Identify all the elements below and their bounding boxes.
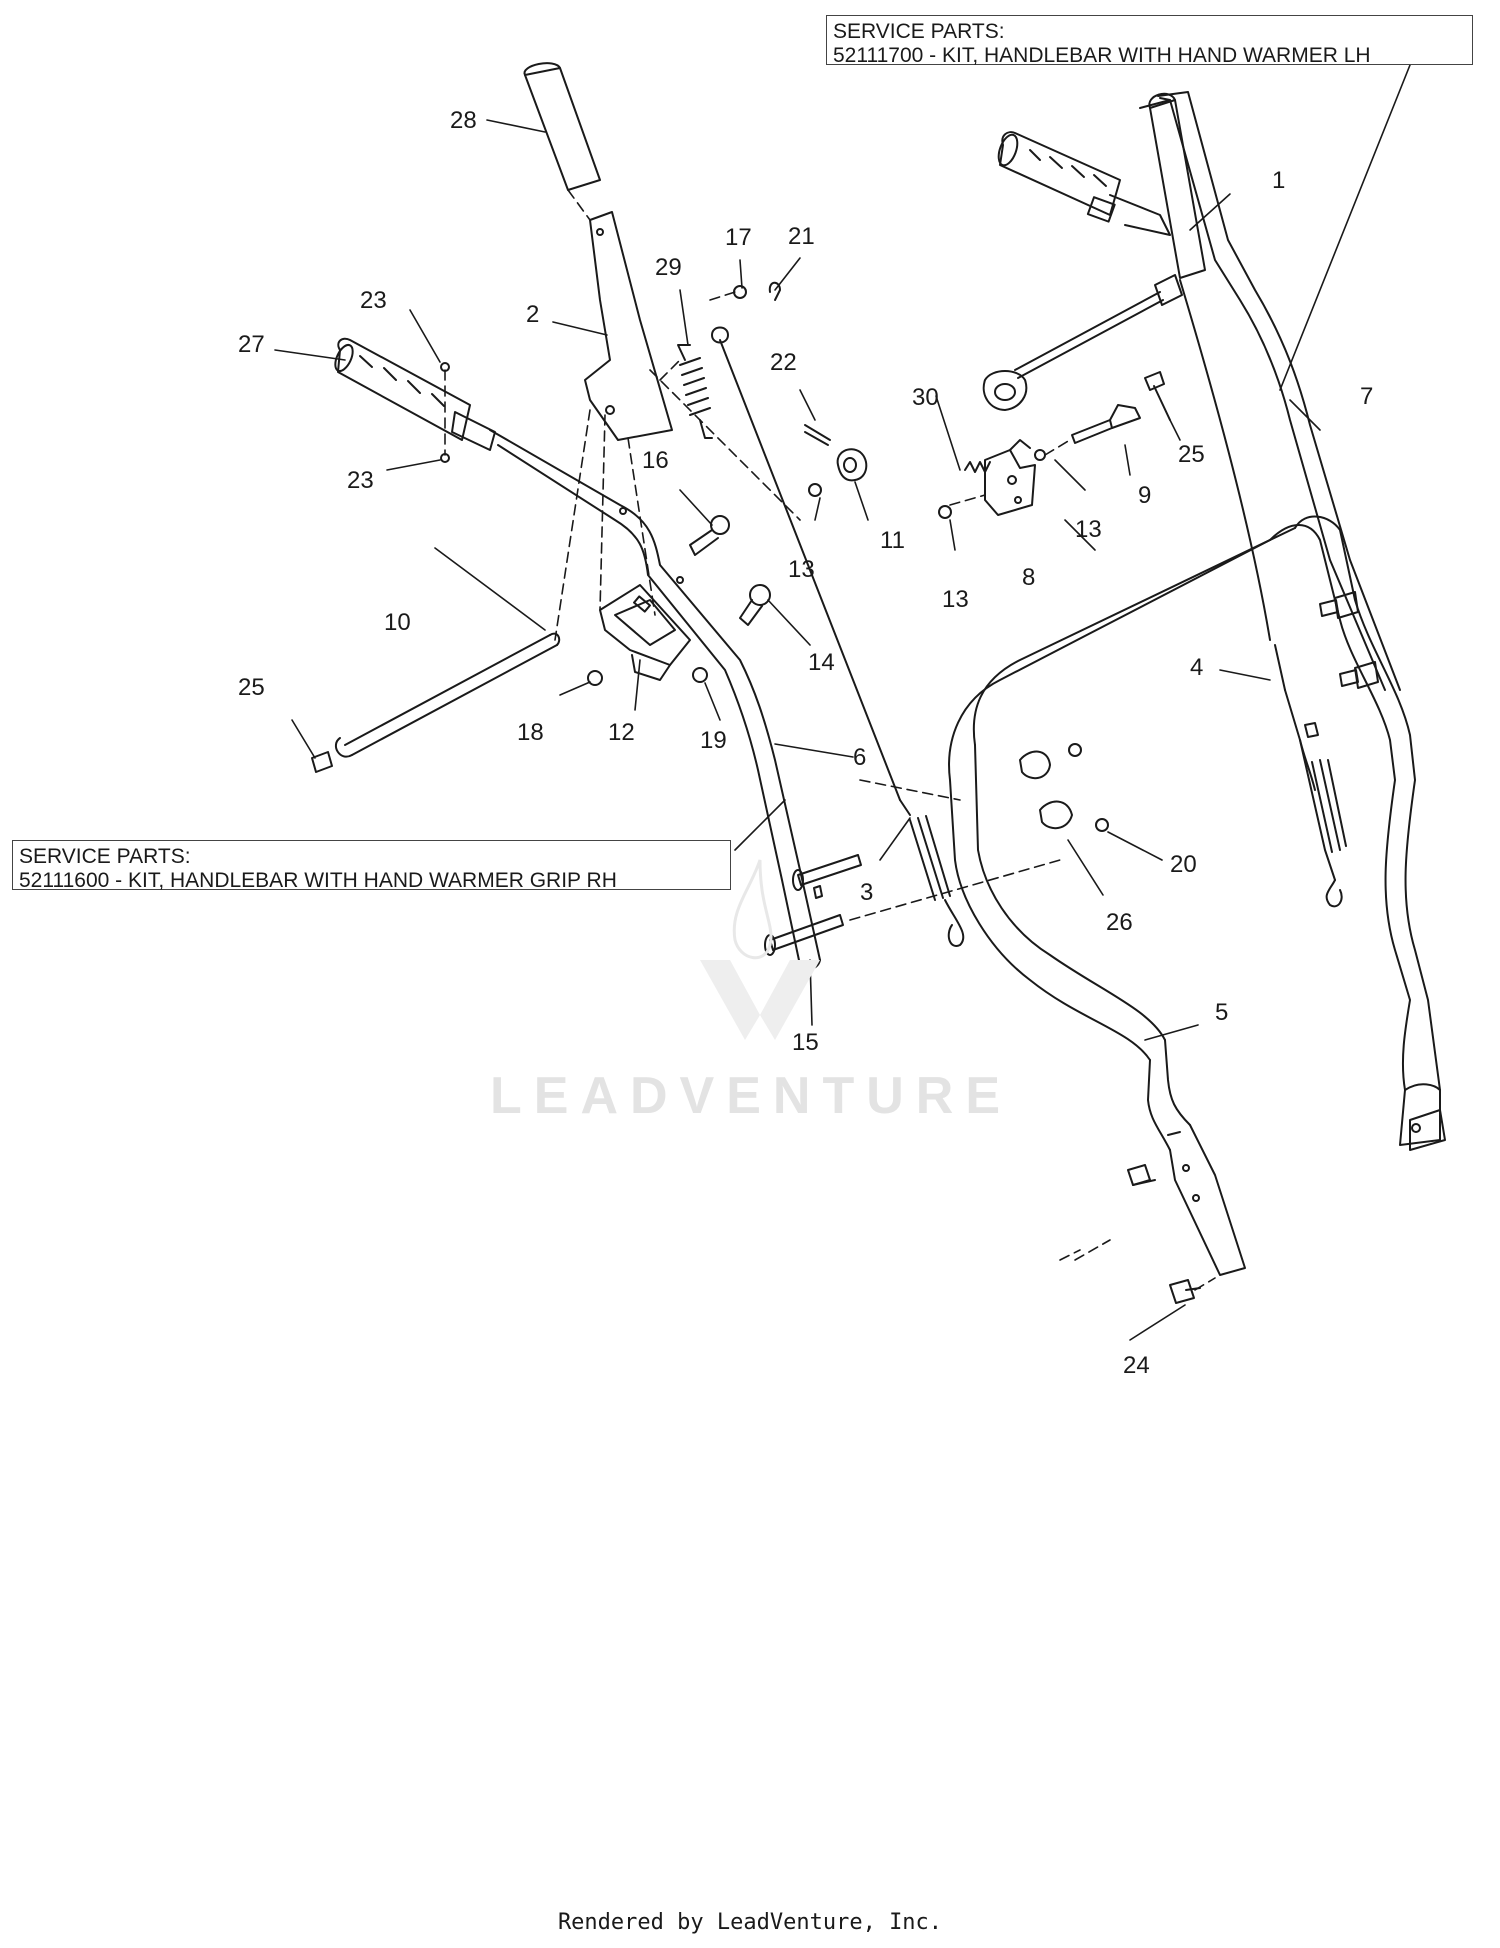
rod-with-knob (982, 274, 1183, 411)
clip-part-21 (768, 281, 781, 301)
callout-19: 19 (700, 727, 727, 754)
callout-8: 8 (1022, 564, 1035, 591)
spring-part-29 (677, 344, 713, 439)
hand-warmer-grip-lh-part-1 (997, 92, 1206, 279)
callout-17: 17 (725, 224, 752, 251)
clamp-part-12 (599, 584, 691, 681)
callout-6: 6 (853, 744, 866, 771)
service-parts-rh-heading: SERVICE PARTS: (19, 845, 191, 868)
knob-part-11 (836, 448, 868, 482)
callout-20: 20 (1170, 851, 1197, 878)
washer-part-18 (587, 670, 603, 686)
service-parts-lh-box: SERVICE PARTS: 52111700 - KIT, HANDLEBAR… (826, 15, 1473, 67)
hand-warmer-grip-rh-part-27 (334, 337, 496, 451)
callout-18: 18 (517, 719, 544, 746)
watermark: LEADVENTURE (490, 1067, 1013, 1125)
callout-16: 16 (642, 447, 669, 474)
callout-2: 2 (526, 301, 539, 328)
callout-29: 29 (655, 254, 682, 281)
nut-part-20 (1095, 818, 1109, 832)
pin-part-9 (1071, 404, 1141, 444)
callout-15: 15 (792, 1029, 819, 1056)
control-plate-part-2 (584, 211, 673, 441)
footer-credit: Rendered by LeadVenture, Inc. (557, 1910, 943, 1935)
callout-26: 26 (1106, 909, 1133, 936)
part-number-callouts: 28 2 29 17 21 22 23 27 23 16 13 11 14 10… (238, 107, 1373, 1379)
washer-part-13-d (938, 505, 952, 519)
callout-4: 4 (1190, 654, 1203, 681)
bracket-part-8 (984, 439, 1036, 516)
washer-part-13-a (808, 483, 822, 497)
callout-13-a: 13 (788, 556, 815, 583)
assembly-lines (444, 189, 1216, 1291)
leader-lines (274, 64, 1411, 1341)
callout-27: 27 (238, 331, 265, 358)
callout-28: 28 (450, 107, 477, 134)
service-parts-rh-box: SERVICE PARTS: 52111600 - KIT, HANDLEBAR… (12, 840, 731, 892)
washer-part-19 (692, 667, 708, 683)
service-parts-lh-heading: SERVICE PARTS: (833, 20, 1005, 43)
cable-part-3 (711, 326, 965, 947)
callout-24: 24 (1123, 1352, 1150, 1379)
rod-part-10 (334, 632, 561, 758)
upper-handlebar-lh-part-7 (1139, 91, 1401, 691)
screw-part-25-left (311, 751, 333, 773)
callout-23-top: 23 (360, 287, 387, 314)
screw-part-25-right (1144, 371, 1171, 421)
service-parts-rh-line: 52111600 - KIT, HANDLEBAR WITH HAND WARM… (19, 869, 617, 892)
callout-23-bottom: 23 (347, 467, 374, 494)
spring-part-30 (964, 461, 991, 473)
callout-10: 10 (384, 609, 411, 636)
pin-part-14 (739, 584, 771, 626)
cotter-part-22 (804, 424, 831, 446)
lower-handle-part-5 (948, 515, 1446, 1276)
washer-part-17 (733, 285, 747, 299)
callout-25-left: 25 (238, 674, 265, 701)
callout-21: 21 (788, 223, 815, 250)
service-parts-lh-line: 52111700 - KIT, HANDLEBAR WITH HAND WARM… (833, 44, 1371, 67)
callout-7: 7 (1360, 383, 1373, 410)
callout-5: 5 (1215, 999, 1228, 1026)
callout-22: 22 (770, 349, 797, 376)
callout-14: 14 (808, 649, 835, 676)
washer-part-13-c (1034, 449, 1046, 461)
callout-12: 12 (608, 719, 635, 746)
callout-9: 9 (1138, 482, 1151, 509)
callout-1: 1 (1272, 167, 1285, 194)
callout-13-b: 13 (1075, 516, 1102, 543)
grip-cap-part-28 (523, 62, 601, 191)
callout-30: 30 (912, 384, 939, 411)
callout-13-c: 13 (942, 586, 969, 613)
bumper-part-26 (1019, 743, 1082, 830)
cable-part-4 (1179, 279, 1347, 908)
callout-3: 3 (860, 879, 873, 906)
bolt-part-24 (1169, 1279, 1201, 1304)
leadventure-logo-icon (690, 850, 830, 1055)
callout-25-right: 25 (1178, 441, 1205, 468)
callout-11: 11 (880, 527, 905, 554)
